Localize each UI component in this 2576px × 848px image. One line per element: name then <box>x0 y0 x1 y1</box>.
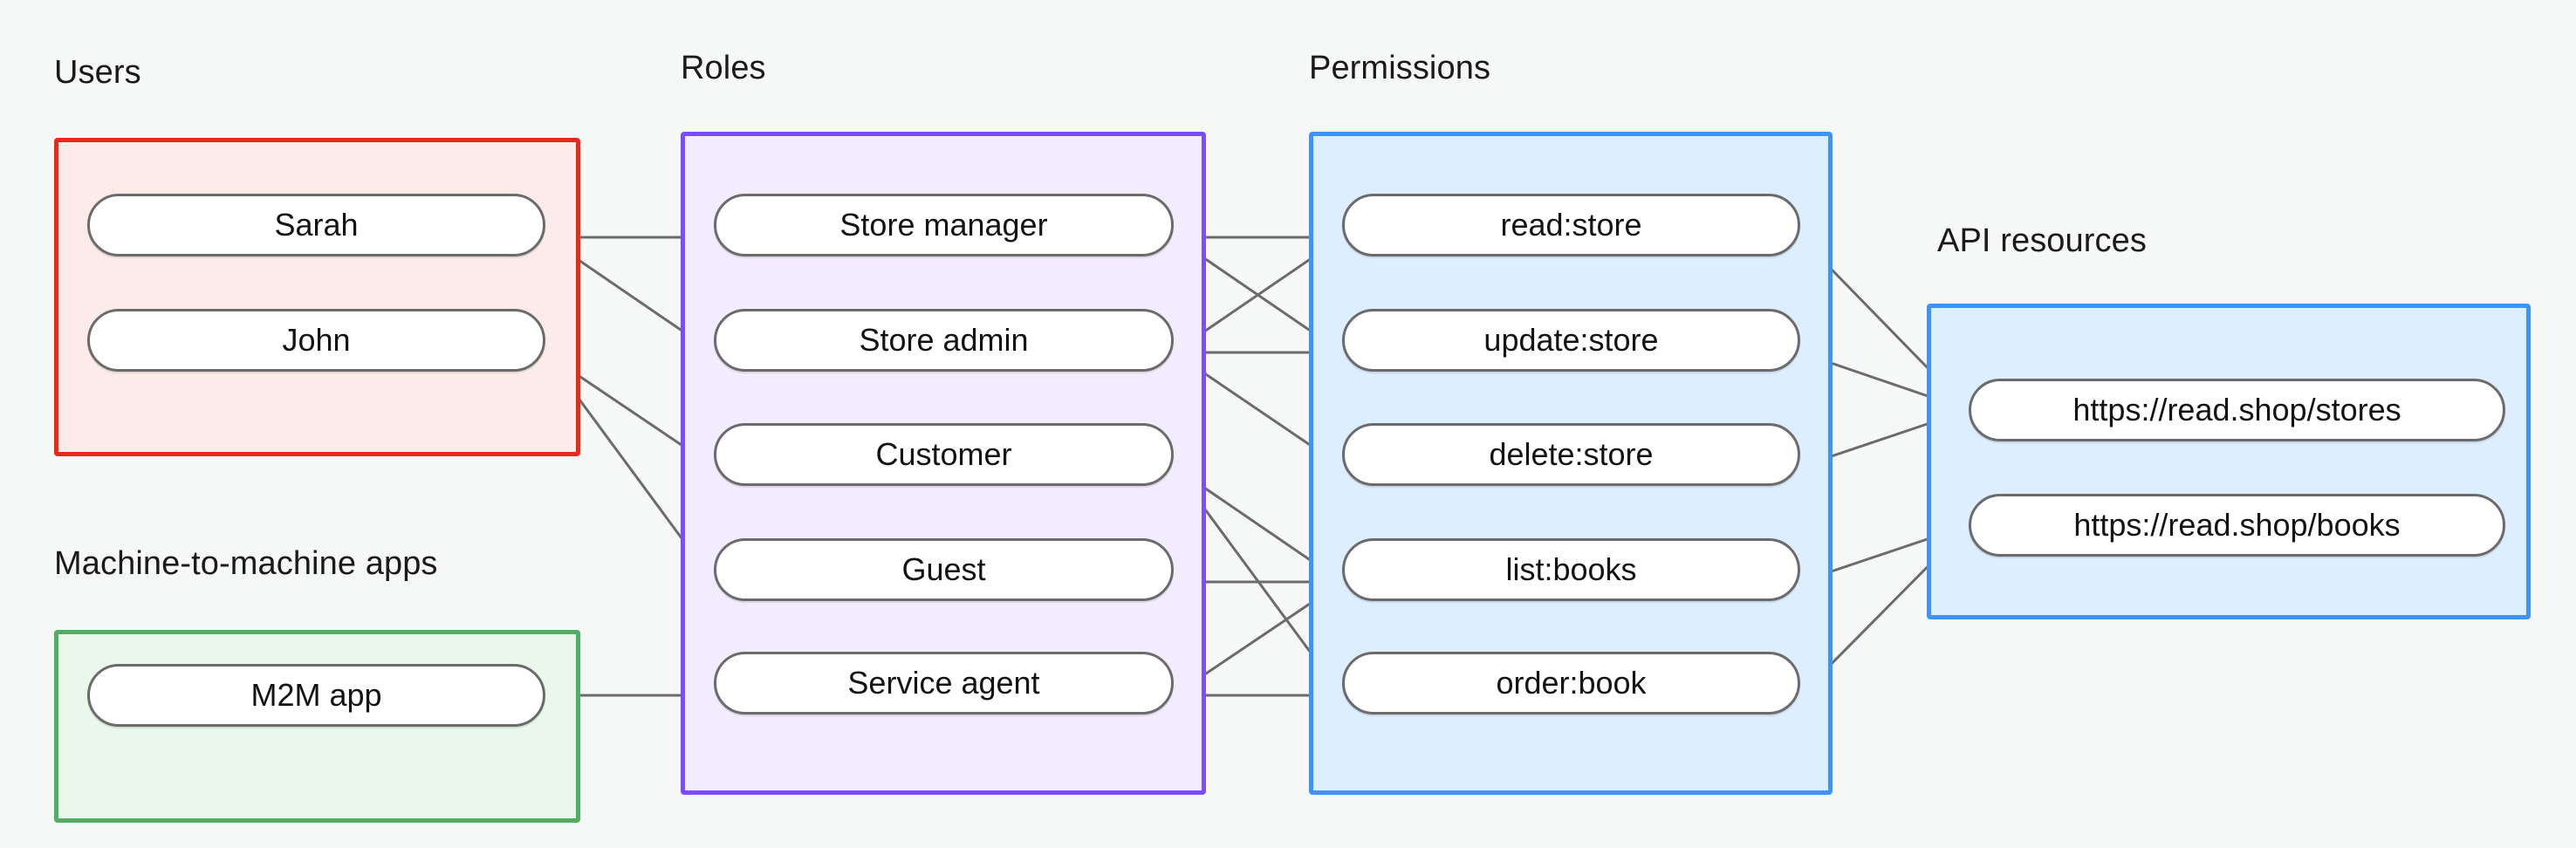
node-customer[interactable]: Customer <box>714 423 1174 486</box>
node-label-delete-store: delete:store <box>1489 436 1654 472</box>
node-john[interactable]: John <box>87 309 545 372</box>
node-label-john: John <box>282 322 351 358</box>
node-label-service-agent: Service agent <box>847 665 1040 701</box>
node-delete-store[interactable]: delete:store <box>1342 423 1800 486</box>
group-box-api-resources <box>1927 304 2531 619</box>
node-m2m-app[interactable]: M2M app <box>87 664 545 727</box>
node-read-store[interactable]: read:store <box>1342 194 1800 256</box>
node-label-res-books: https://read.shop/books <box>2073 507 2401 543</box>
node-store-manager[interactable]: Store manager <box>714 194 1174 256</box>
group-title-roles: Roles <box>681 50 766 86</box>
node-list-books[interactable]: list:books <box>1342 538 1800 601</box>
node-label-order-book: order:book <box>1496 665 1647 701</box>
node-label-customer: Customer <box>875 436 1012 472</box>
group-title-api-resources: API resources <box>1937 222 2147 259</box>
node-guest[interactable]: Guest <box>714 538 1174 601</box>
node-label-guest: Guest <box>901 551 986 587</box>
node-label-update-store: update:store <box>1483 322 1659 358</box>
node-label-read-store: read:store <box>1500 207 1642 243</box>
node-label-m2m-app: M2M app <box>250 677 382 713</box>
group-box-users <box>54 138 580 456</box>
node-sarah[interactable]: Sarah <box>87 194 545 256</box>
group-title-users: Users <box>54 54 141 91</box>
node-update-store[interactable]: update:store <box>1342 309 1800 372</box>
group-title-m2m: Machine-to-machine apps <box>54 545 438 582</box>
node-service-agent[interactable]: Service agent <box>714 652 1174 715</box>
node-res-books[interactable]: https://read.shop/books <box>1969 494 2505 557</box>
node-label-store-manager: Store manager <box>839 207 1048 243</box>
node-order-book[interactable]: order:book <box>1342 652 1800 715</box>
node-label-list-books: list:books <box>1505 551 1637 587</box>
node-label-sarah: Sarah <box>274 207 359 243</box>
node-label-store-admin: Store admin <box>859 322 1029 358</box>
group-title-permissions: Permissions <box>1309 50 1491 86</box>
node-label-res-stores: https://read.shop/stores <box>2072 392 2401 427</box>
node-store-admin[interactable]: Store admin <box>714 309 1174 372</box>
node-res-stores[interactable]: https://read.shop/stores <box>1969 379 2505 441</box>
